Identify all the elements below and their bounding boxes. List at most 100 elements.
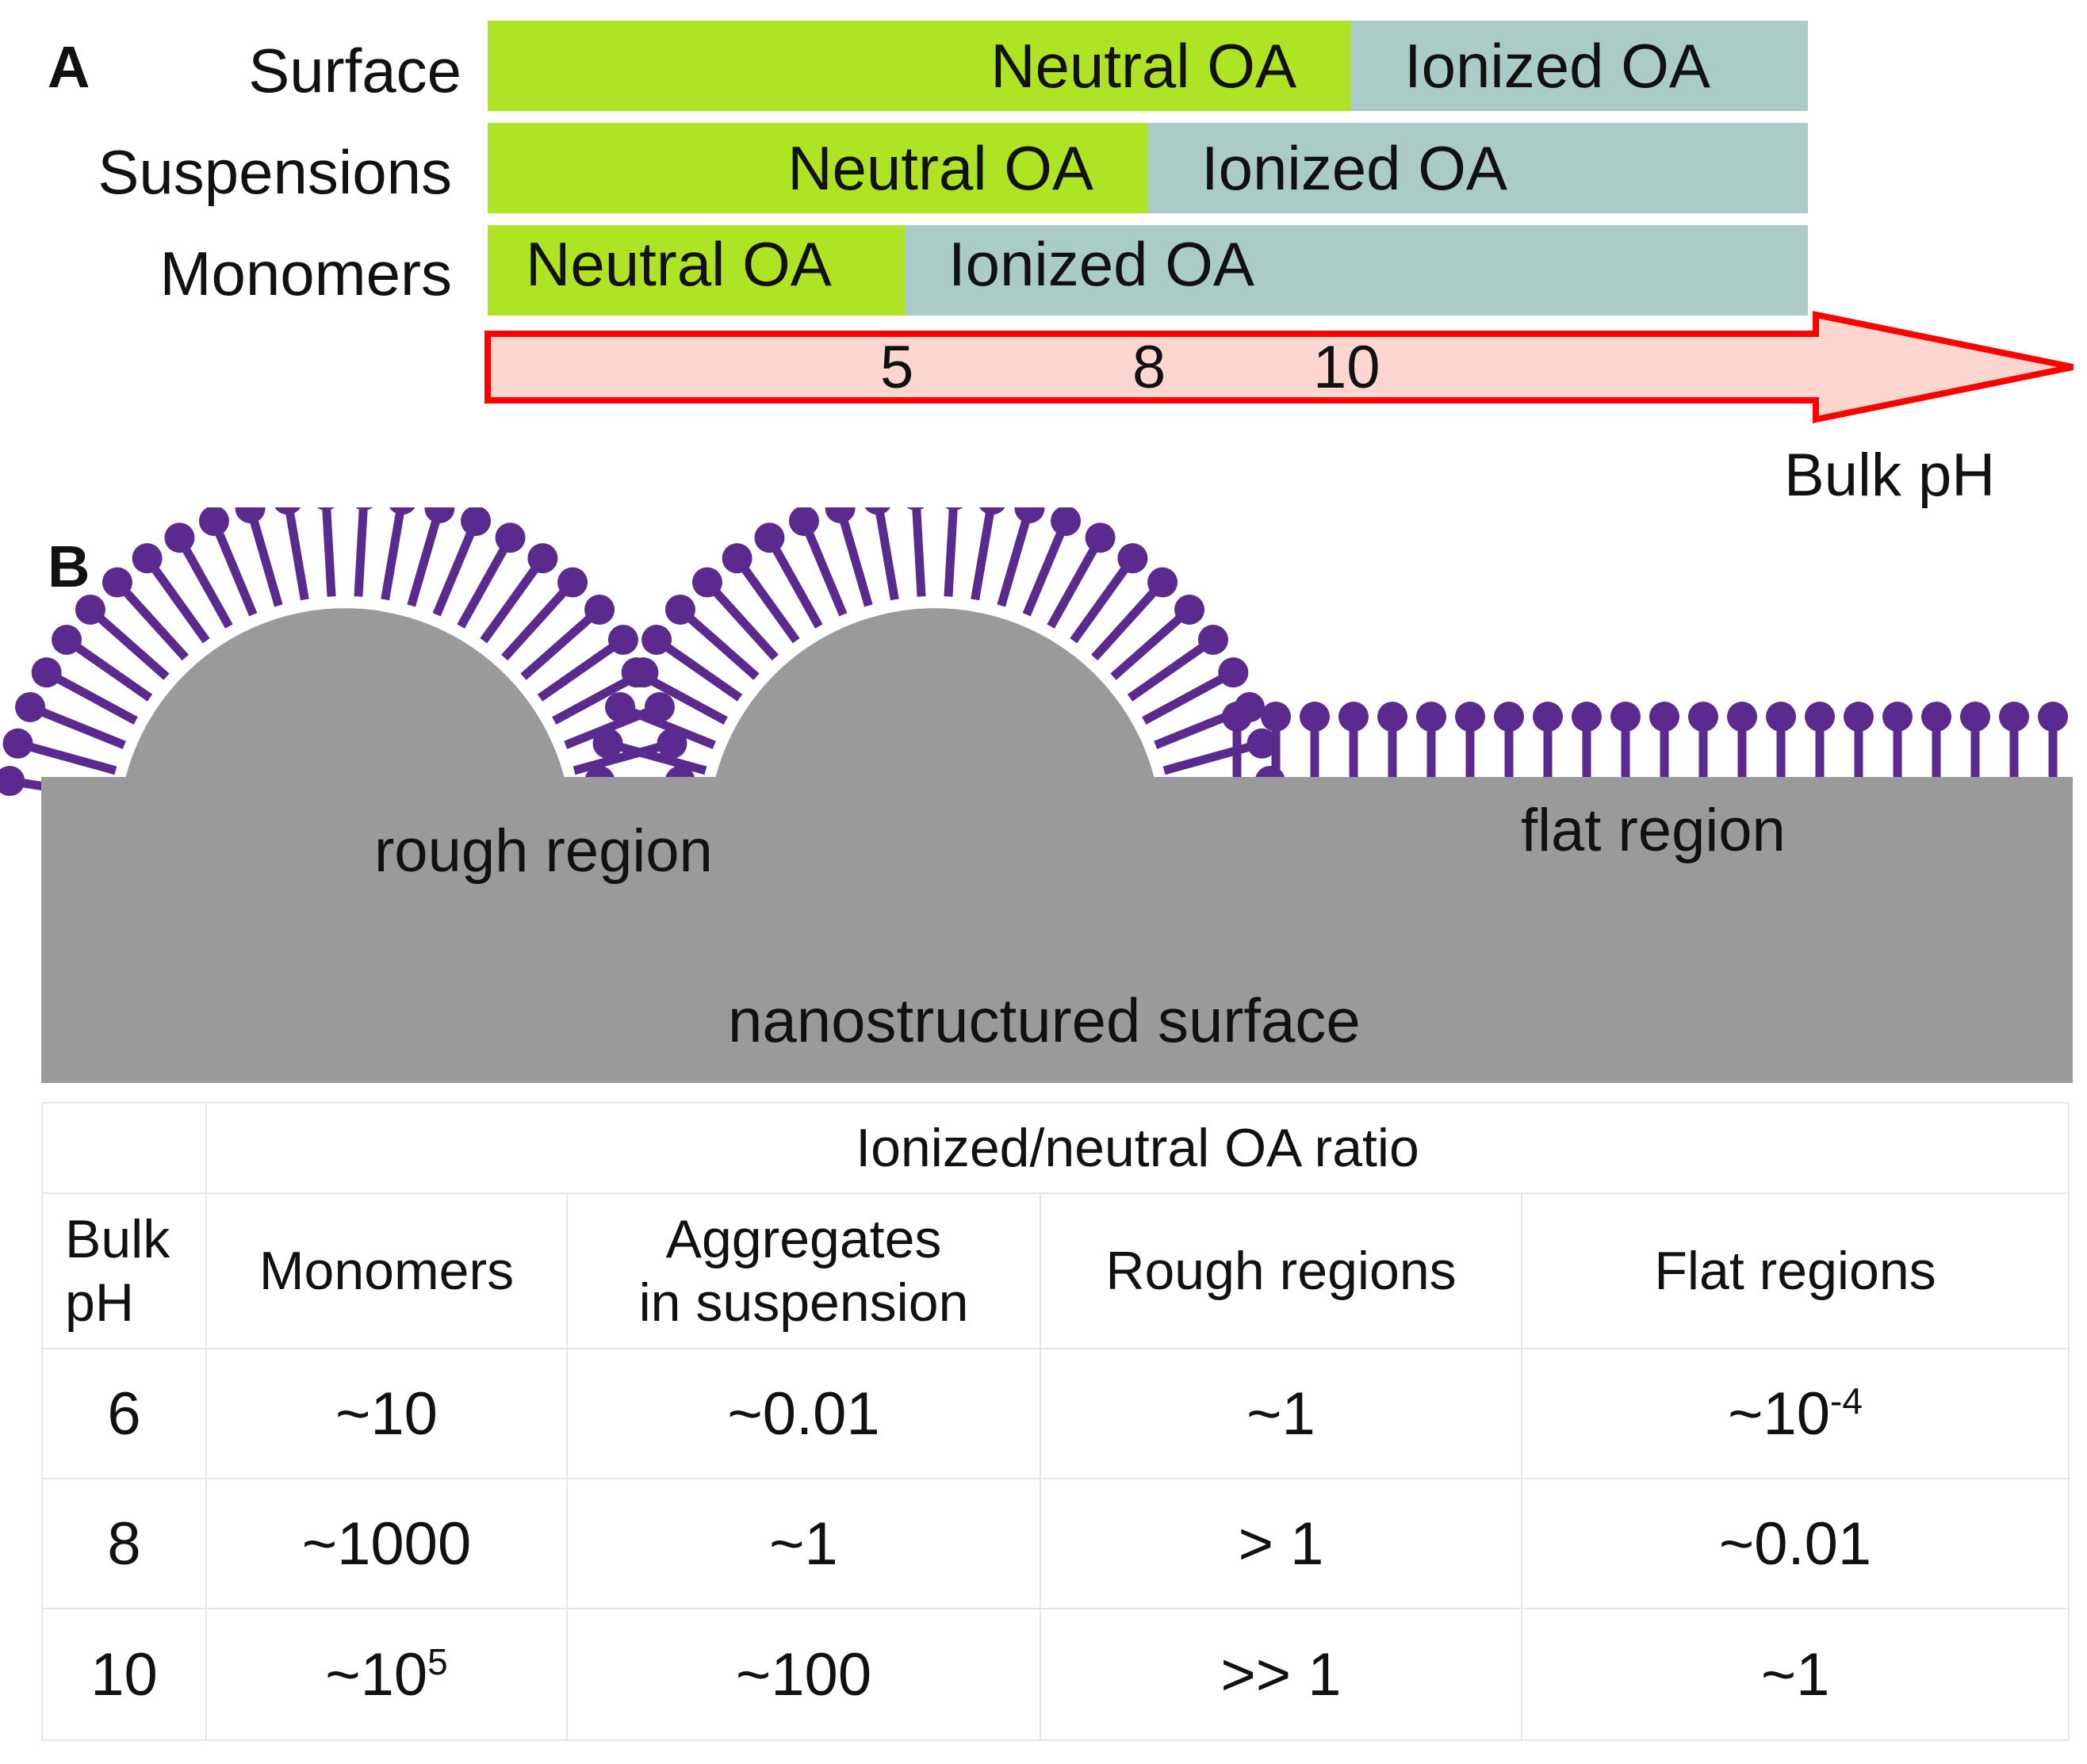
oleic-acid-tail [1022, 518, 1070, 617]
cell-monomers: ~105 [205, 1608, 568, 1741]
oleic-acid-tail [537, 636, 626, 702]
oleic-acid-head [1416, 702, 1446, 732]
oleic-acid-head [1222, 702, 1252, 732]
oleic-acid-tail [572, 739, 673, 775]
monomers-ionized-label: Ionized OA [948, 229, 1254, 299]
oleic-acid-head [592, 728, 623, 759]
oleic-acid-head [1688, 702, 1718, 732]
table-header-row: Bulk pH Monomers Aggregates in suspensio… [41, 1192, 2070, 1349]
cell-monomers: ~10 [205, 1348, 568, 1479]
oleic-acid-head [1174, 594, 1205, 625]
oleic-acid-tail [733, 555, 800, 644]
ph-axis-label: Bulk pH [1784, 442, 1996, 509]
oleic-acid-head [944, 507, 963, 511]
oleic-acid-head [1377, 702, 1407, 732]
oleic-acid-tail [1142, 668, 1235, 725]
oleic-acid-head [605, 691, 636, 722]
row-label-monomers: Monomers [159, 239, 452, 308]
oleic-acid-tail [912, 507, 926, 597]
cell-flat: ~1 [1520, 1608, 2070, 1741]
suspensions-ionized-segment: Ionized OA [1147, 123, 1808, 213]
oleic-acid-head [1455, 702, 1485, 732]
flat-region-label: flat region [1521, 797, 1786, 864]
oleic-acid-head [664, 594, 695, 625]
header-bulk-ph: Bulk pH [41, 1192, 207, 1349]
header-flat-regions: Flat regions [1520, 1192, 2070, 1349]
oleic-acid-tail [703, 579, 779, 661]
oleic-acid-head [354, 507, 373, 511]
oleic-acid-head [1572, 702, 1602, 732]
surface-label: nanostructured surface [728, 985, 1361, 1055]
oleic-acid-head [722, 543, 752, 574]
oleic-acid-tail [971, 507, 996, 601]
oleic-acid-head [495, 522, 526, 553]
oleic-acid-tail [997, 507, 1034, 607]
suspensions-neutral-segment: Neutral OA [488, 123, 1147, 213]
cell-ph: 6 [41, 1348, 207, 1479]
oleic-acid-head [1014, 507, 1045, 523]
ph-tick-5: 5 [880, 334, 914, 401]
oleic-acid-head [754, 522, 785, 553]
cell-rough: >> 1 [1040, 1608, 1522, 1741]
oleic-acid-head [198, 507, 229, 537]
oleic-acid-tail [113, 579, 189, 661]
oleic-acid-head [164, 522, 195, 553]
cell-aggregates: ~100 [566, 1608, 1041, 1741]
oleic-acid-head [31, 657, 62, 688]
cell-rough: > 1 [1040, 1478, 1522, 1609]
oleic-acid-head [691, 567, 722, 598]
oleic-acid-tail [618, 702, 716, 749]
header-monomers: Monomers [205, 1192, 568, 1349]
oleic-acid-tail [322, 507, 336, 597]
oleic-acid-head [1960, 702, 1990, 732]
cell-flat: ~0.01 [1520, 1478, 2070, 1609]
oleic-acid-tail [677, 606, 760, 680]
oleic-acid-head [274, 507, 301, 515]
oleic-acid-tail [607, 739, 707, 775]
oleic-acid-tail [874, 507, 899, 601]
oleic-acid-head [1533, 702, 1563, 732]
oleic-acid-head [527, 543, 558, 574]
oleic-acid-head [1147, 567, 1178, 598]
oleic-acid-head [316, 507, 335, 511]
oleic-acid-head [644, 691, 675, 722]
oleic-acid-head [1882, 702, 1913, 732]
table-group-header-row: Ionized/neutral OA ratio [41, 1102, 2070, 1194]
panel-a-letter: A [48, 34, 90, 100]
monomers-neutral-segment: Neutral OA [488, 225, 905, 316]
oleic-acid-tail [246, 507, 283, 607]
oleic-acid-tail [44, 668, 138, 725]
oleic-acid-head [557, 567, 588, 598]
table-group-header: Ionized/neutral OA ratio [205, 1102, 2070, 1194]
suspensions-ionized-label: Ionized OA [1201, 132, 1507, 203]
ph-arrow-shape [484, 311, 2074, 423]
oleic-acid-head [132, 543, 163, 574]
header-aggregates-line2: in suspension [638, 1272, 969, 1333]
oleic-acid-tail [501, 579, 576, 661]
oleic-acid-tail [432, 518, 481, 617]
surface-ionized-segment: Ionized OA [1350, 21, 1808, 111]
oleic-acid-tail [354, 507, 368, 597]
oleic-acid-head [1844, 702, 1874, 732]
header-aggregates-line1: Aggregates [665, 1209, 942, 1269]
oleic-acid-tail [765, 535, 823, 629]
row-label-suspensions: Suspensions [98, 137, 452, 207]
cell-ph: 10 [41, 1608, 207, 1741]
oleic-acid-head [788, 507, 819, 537]
oleic-acid-tail [1091, 579, 1166, 661]
oleic-acid-tail [1162, 739, 1263, 775]
oleic-acid-tail [836, 507, 873, 607]
table-row: 6 ~10 ~0.01 ~1 ~10-4 [41, 1348, 2070, 1479]
oleic-acid-head [1921, 702, 1951, 732]
surface-neutral-label: Neutral OA [990, 30, 1296, 101]
cell-rough: ~1 [1040, 1348, 1522, 1479]
oleic-acid-head [389, 507, 415, 515]
oleic-acid-head [1085, 522, 1116, 553]
oleic-acid-tail [653, 636, 743, 702]
oleic-acid-head [1300, 702, 1330, 732]
ratio-table: Ionized/neutral OA ratio Bulk pH Monomer… [41, 1102, 2070, 1741]
cell-monomers: ~1000 [205, 1478, 568, 1609]
oleic-acid-tail [175, 535, 233, 629]
oleic-acid-head [52, 624, 82, 655]
oleic-acid-tail [944, 507, 958, 597]
